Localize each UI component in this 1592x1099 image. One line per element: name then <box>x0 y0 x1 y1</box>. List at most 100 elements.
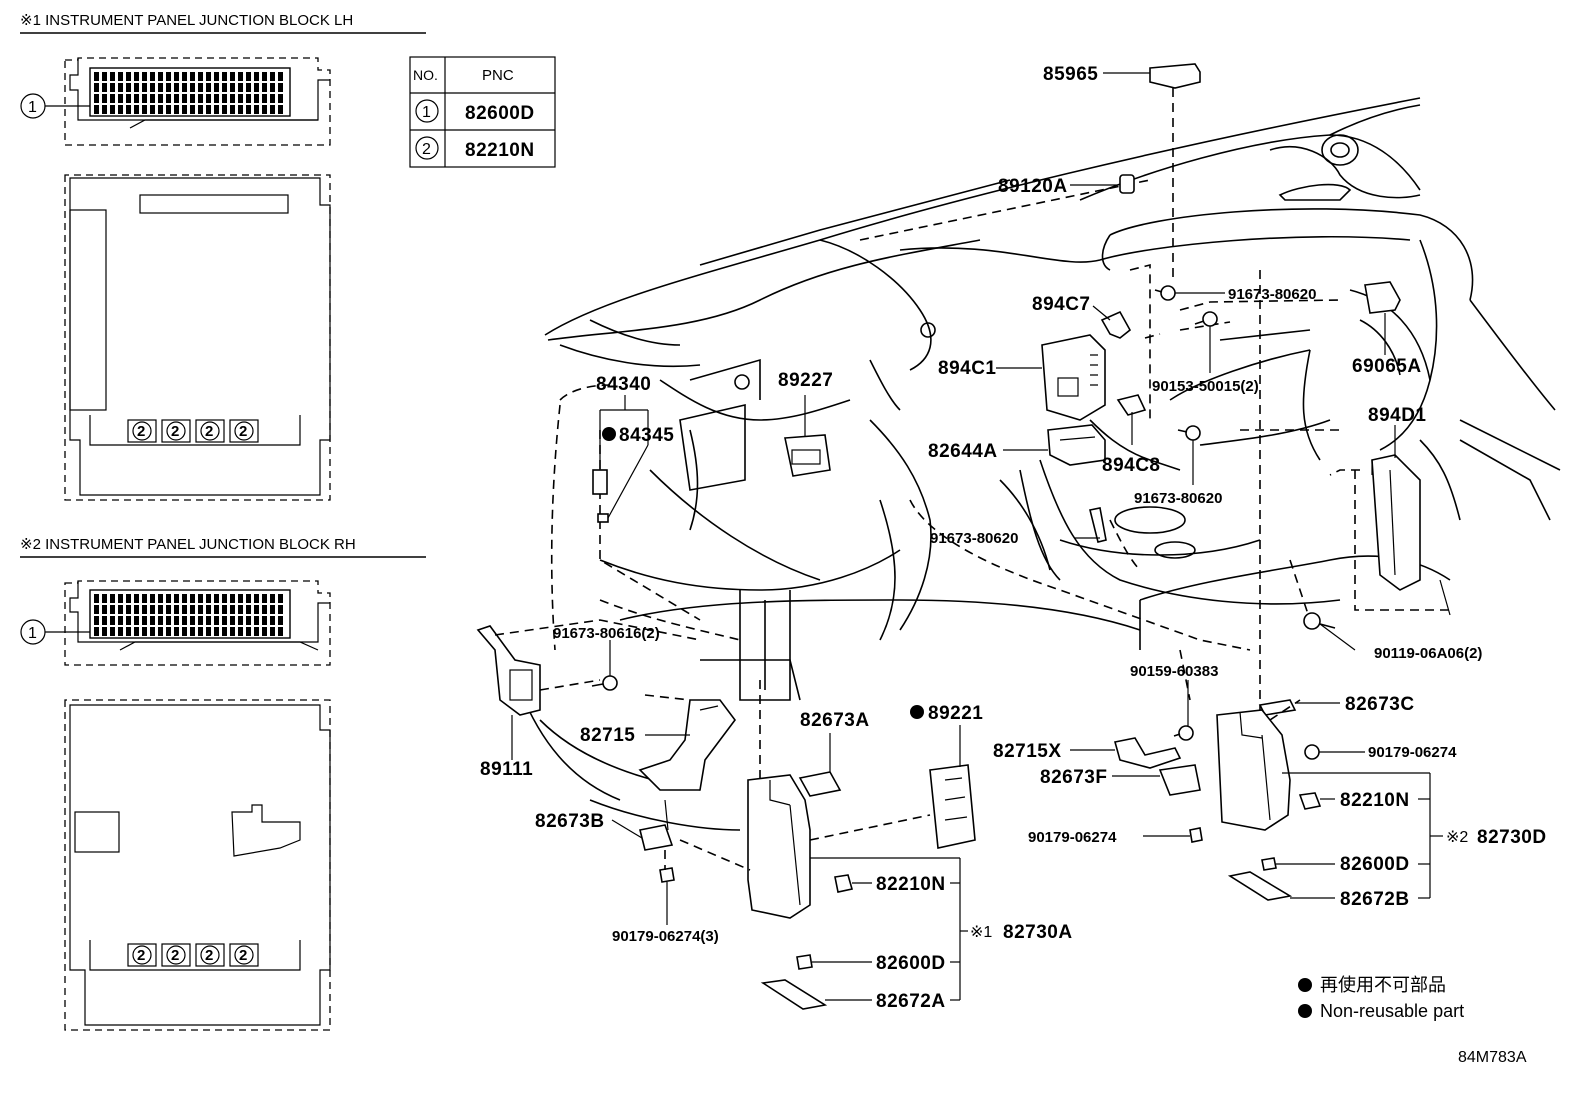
table-row-1-pnc: 82600D <box>465 103 535 124</box>
connector-pin <box>142 605 147 614</box>
connector-pin <box>182 105 187 114</box>
connector-pin <box>174 83 179 92</box>
connector-pin <box>166 83 171 92</box>
connector-pin <box>230 94 235 103</box>
connector-pin <box>126 72 131 81</box>
connector-pin <box>238 83 243 92</box>
label-84340: 84340 <box>596 374 651 395</box>
connector-pin <box>158 605 163 614</box>
table-row-2-no: 2 <box>422 141 431 158</box>
connector-pin <box>270 616 275 625</box>
junction-block-rh-part <box>1216 709 1291 831</box>
label-85965: 85965 <box>1043 64 1098 85</box>
connector-pin <box>142 72 147 81</box>
connector-pin <box>110 627 115 636</box>
connector-pin <box>110 605 115 614</box>
connector-pin <box>262 105 267 114</box>
label-82673F: 82673F <box>1040 767 1107 788</box>
connector-pin <box>158 72 163 81</box>
label-894D1: 894D1 <box>1368 405 1427 426</box>
connector-pin <box>190 605 195 614</box>
connector-pin <box>94 605 99 614</box>
connector-pin <box>110 72 115 81</box>
connector-pin <box>198 105 203 114</box>
connector-pin <box>166 627 171 636</box>
connector-pin <box>174 72 179 81</box>
connector-pin <box>150 616 155 625</box>
connector-pin <box>150 72 155 81</box>
junction-block-rh-legend: ※2 INSTRUMENT PANEL JUNCTION BLOCK RH 1 … <box>20 536 426 1031</box>
connector-pin <box>206 105 211 114</box>
connector-pin <box>150 105 155 114</box>
label-894C7: 894C7 <box>1032 294 1091 315</box>
ref-one-lh: 1 <box>28 99 37 116</box>
connector-pin <box>238 105 243 114</box>
connector-pin <box>182 594 187 603</box>
connector-pin <box>206 616 211 625</box>
connector-pin <box>262 94 267 103</box>
connector-pin <box>182 605 187 614</box>
label-90179-06274-right: 90179-06274 <box>1368 744 1457 761</box>
connector-pin <box>134 594 139 603</box>
connector-pin <box>230 83 235 92</box>
connector-pin <box>254 94 259 103</box>
connector-pin <box>278 616 283 625</box>
connector-pin <box>262 627 267 636</box>
connector-pin <box>278 594 283 603</box>
connector-pin <box>270 594 275 603</box>
label-82730A: 82730A <box>1003 922 1073 943</box>
connector-pin <box>206 94 211 103</box>
connector-pin <box>278 83 283 92</box>
connector-pin <box>110 83 115 92</box>
connector-pin <box>278 605 283 614</box>
connector-pin <box>166 94 171 103</box>
table-row-1-no: 1 <box>422 104 431 121</box>
connector-pin <box>110 616 115 625</box>
connector-pin <box>142 83 147 92</box>
connector-pin <box>262 616 267 625</box>
connector-pin <box>102 105 107 114</box>
label-894C8: 894C8 <box>1102 455 1161 476</box>
connector-pin <box>134 72 139 81</box>
label-82673A: 82673A <box>800 710 870 731</box>
connector-pin <box>214 72 219 81</box>
label-82730D: 82730D <box>1477 827 1547 848</box>
connector-pin <box>150 605 155 614</box>
connector-pin <box>110 94 115 103</box>
connector-pin <box>246 72 251 81</box>
label-82672B: 82672B <box>1340 889 1410 910</box>
connector-pin <box>118 594 123 603</box>
connector-pin <box>174 594 179 603</box>
connector-pin <box>262 83 267 92</box>
label-91673-80620-low: 91673-80620 <box>930 530 1018 547</box>
connector-pin <box>94 594 99 603</box>
connector-pin <box>214 83 219 92</box>
connector-pin <box>118 105 123 114</box>
pnc-table: NO. PNC 1 82600D 2 82210N <box>409 56 556 168</box>
connector-pin <box>94 94 99 103</box>
connector-pin <box>262 594 267 603</box>
svg-text:2: 2 <box>239 423 247 440</box>
label-82673C: 82673C <box>1345 694 1415 715</box>
svg-text:2: 2 <box>205 947 213 964</box>
connector-pin <box>102 627 107 636</box>
connector-pin <box>182 72 187 81</box>
legend-japanese: 再使用不可部品 <box>1320 975 1446 995</box>
connector-pin <box>142 594 147 603</box>
connector-pin <box>238 594 243 603</box>
label-894C1: 894C1 <box>938 358 997 379</box>
connector-pin <box>270 605 275 614</box>
connector-pin <box>166 105 171 114</box>
connector-pin <box>254 594 259 603</box>
connector-pin <box>102 616 107 625</box>
connector-pin <box>254 105 259 114</box>
connector-pin <box>102 94 107 103</box>
connector-pin <box>190 72 195 81</box>
rh-connector-pins <box>89 589 291 639</box>
connector-pin <box>142 105 147 114</box>
ref-one-rh: 1 <box>28 625 37 642</box>
connector-pin <box>238 616 243 625</box>
label-82730D-mark: ※2 <box>1446 829 1468 846</box>
label-82644A: 82644A <box>928 441 998 462</box>
connector-pin <box>198 594 203 603</box>
